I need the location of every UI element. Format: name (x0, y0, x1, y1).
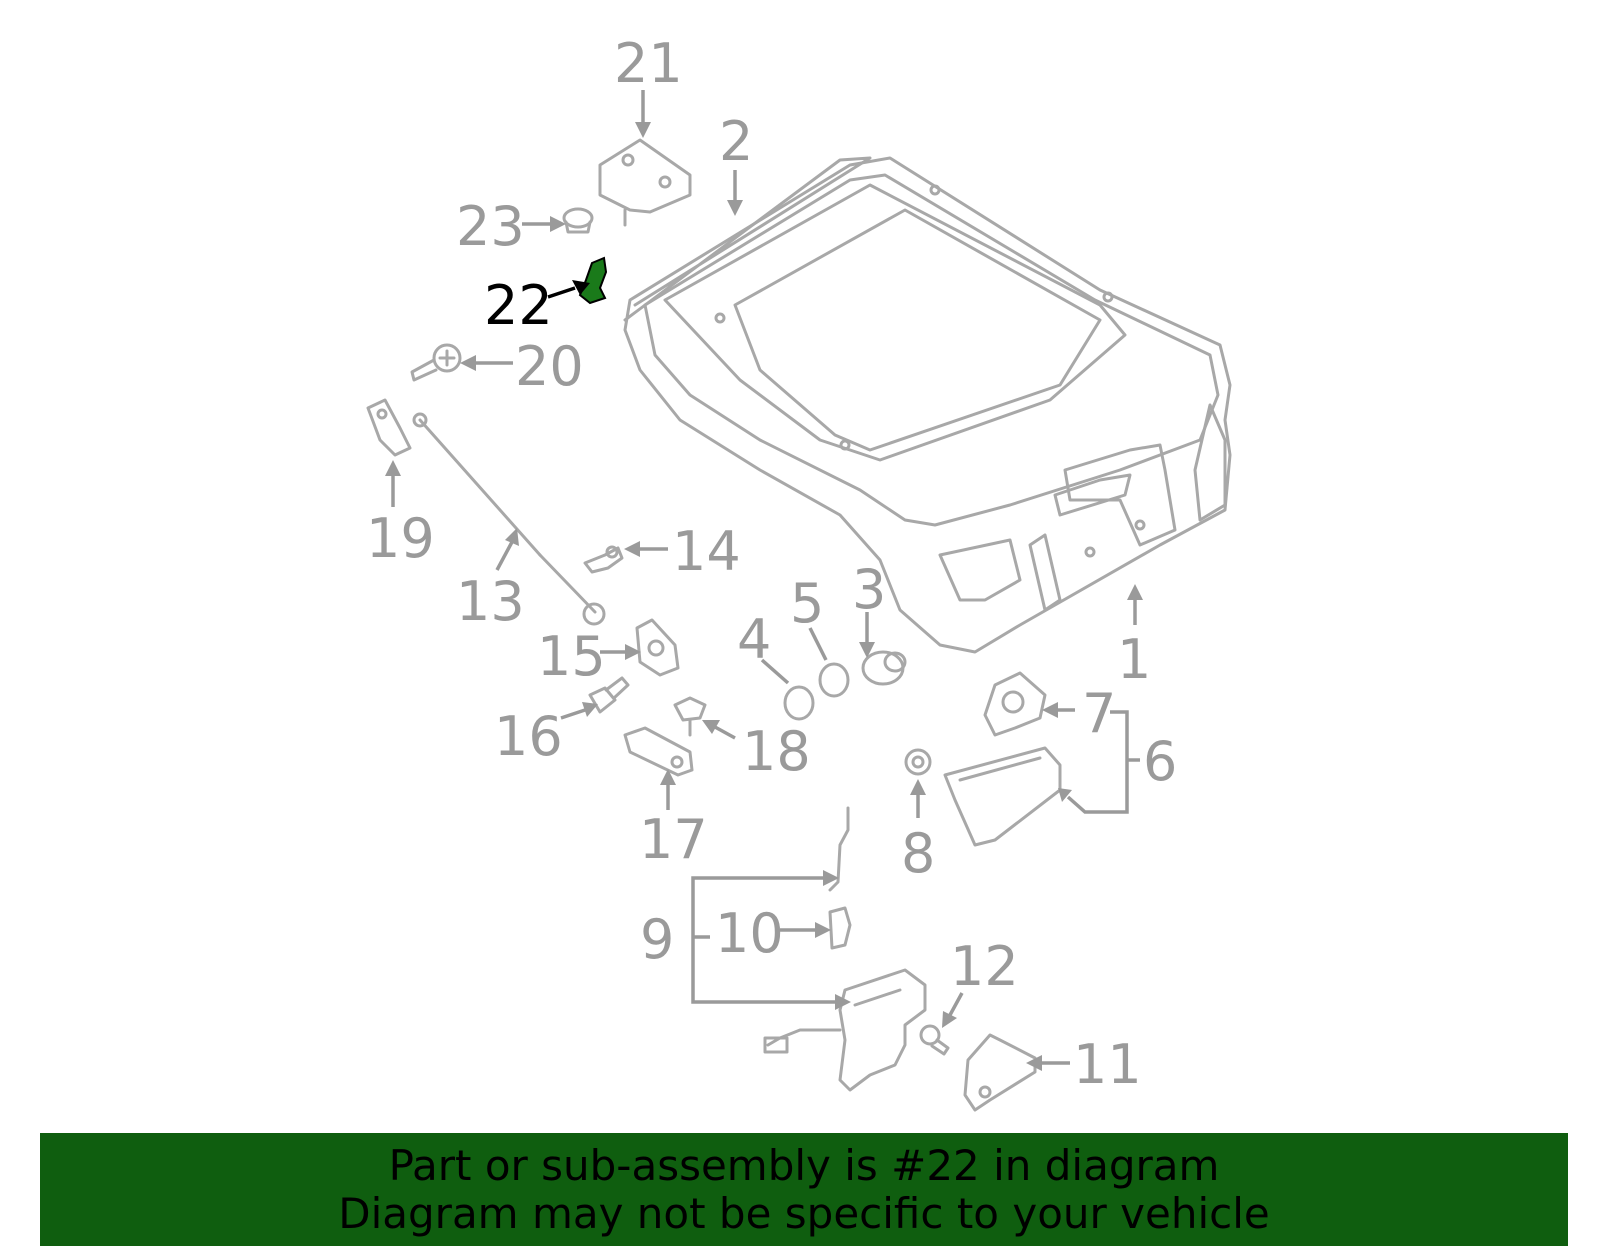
part-23-clip (562, 207, 594, 234)
callout-23: 23 (456, 195, 525, 258)
callout-21: 21 (614, 32, 683, 95)
callout-14: 14 (672, 520, 741, 583)
callout-22: 22 (484, 274, 553, 337)
callout-13: 13 (456, 570, 525, 633)
part-1-liftgate (623, 156, 1232, 654)
callout-9: 9 (640, 908, 674, 971)
callout-11: 11 (1073, 1033, 1142, 1096)
footer-line-2: Diagram may not be specific to your vehi… (338, 1188, 1270, 1238)
callout-3: 3 (852, 558, 886, 621)
part-7-lock-cylinder (983, 671, 1047, 737)
part-9-latch (763, 806, 927, 1092)
part-8-nut (904, 748, 932, 776)
callout-10: 10 (715, 902, 784, 965)
footer-line-1: Part or sub-assembly is #22 in diagram (388, 1140, 1220, 1190)
part-10-clip (828, 906, 852, 950)
part-4-grommet (783, 685, 815, 721)
footer-banner: Part or sub-assembly is #22 in diagram D… (40, 1133, 1568, 1246)
part-3-bumper (861, 650, 907, 686)
callout-20: 20 (515, 335, 584, 398)
callout-labels: 21 2 23 22 20 19 13 14 15 16 18 17 4 5 3… (366, 32, 1177, 1096)
callout-19: 19 (366, 507, 435, 570)
part-22-bolt (578, 256, 608, 305)
callout-1: 1 (1117, 628, 1151, 691)
callout-4: 4 (737, 608, 771, 671)
part-17-bracket (623, 726, 694, 777)
part-2-weatherstrip (623, 156, 872, 322)
callout-15: 15 (537, 625, 606, 688)
part-19-bracket (366, 398, 412, 457)
part-18-bolt (673, 696, 707, 737)
leader-lines (385, 90, 1143, 1071)
callout-7: 7 (1082, 682, 1116, 745)
part-20-screw (410, 343, 462, 382)
part-15-striker (635, 618, 680, 677)
callout-12: 12 (950, 935, 1019, 998)
callout-6: 6 (1143, 730, 1177, 793)
part-21-hinge (598, 138, 692, 227)
callout-18: 18 (742, 720, 811, 783)
callout-2: 2 (719, 110, 753, 173)
part-16-bolt (588, 676, 630, 714)
callout-16: 16 (494, 705, 563, 768)
part-12-bolt (919, 1024, 950, 1056)
part-6-handle (943, 746, 1062, 847)
part-5-grommet (818, 662, 850, 698)
callout-8: 8 (901, 822, 935, 885)
part-13-strut (412, 412, 606, 626)
callout-17: 17 (639, 808, 708, 871)
part-11-striker (963, 1033, 1037, 1112)
callout-5: 5 (790, 572, 824, 635)
part-14-ball-stud (583, 545, 624, 574)
